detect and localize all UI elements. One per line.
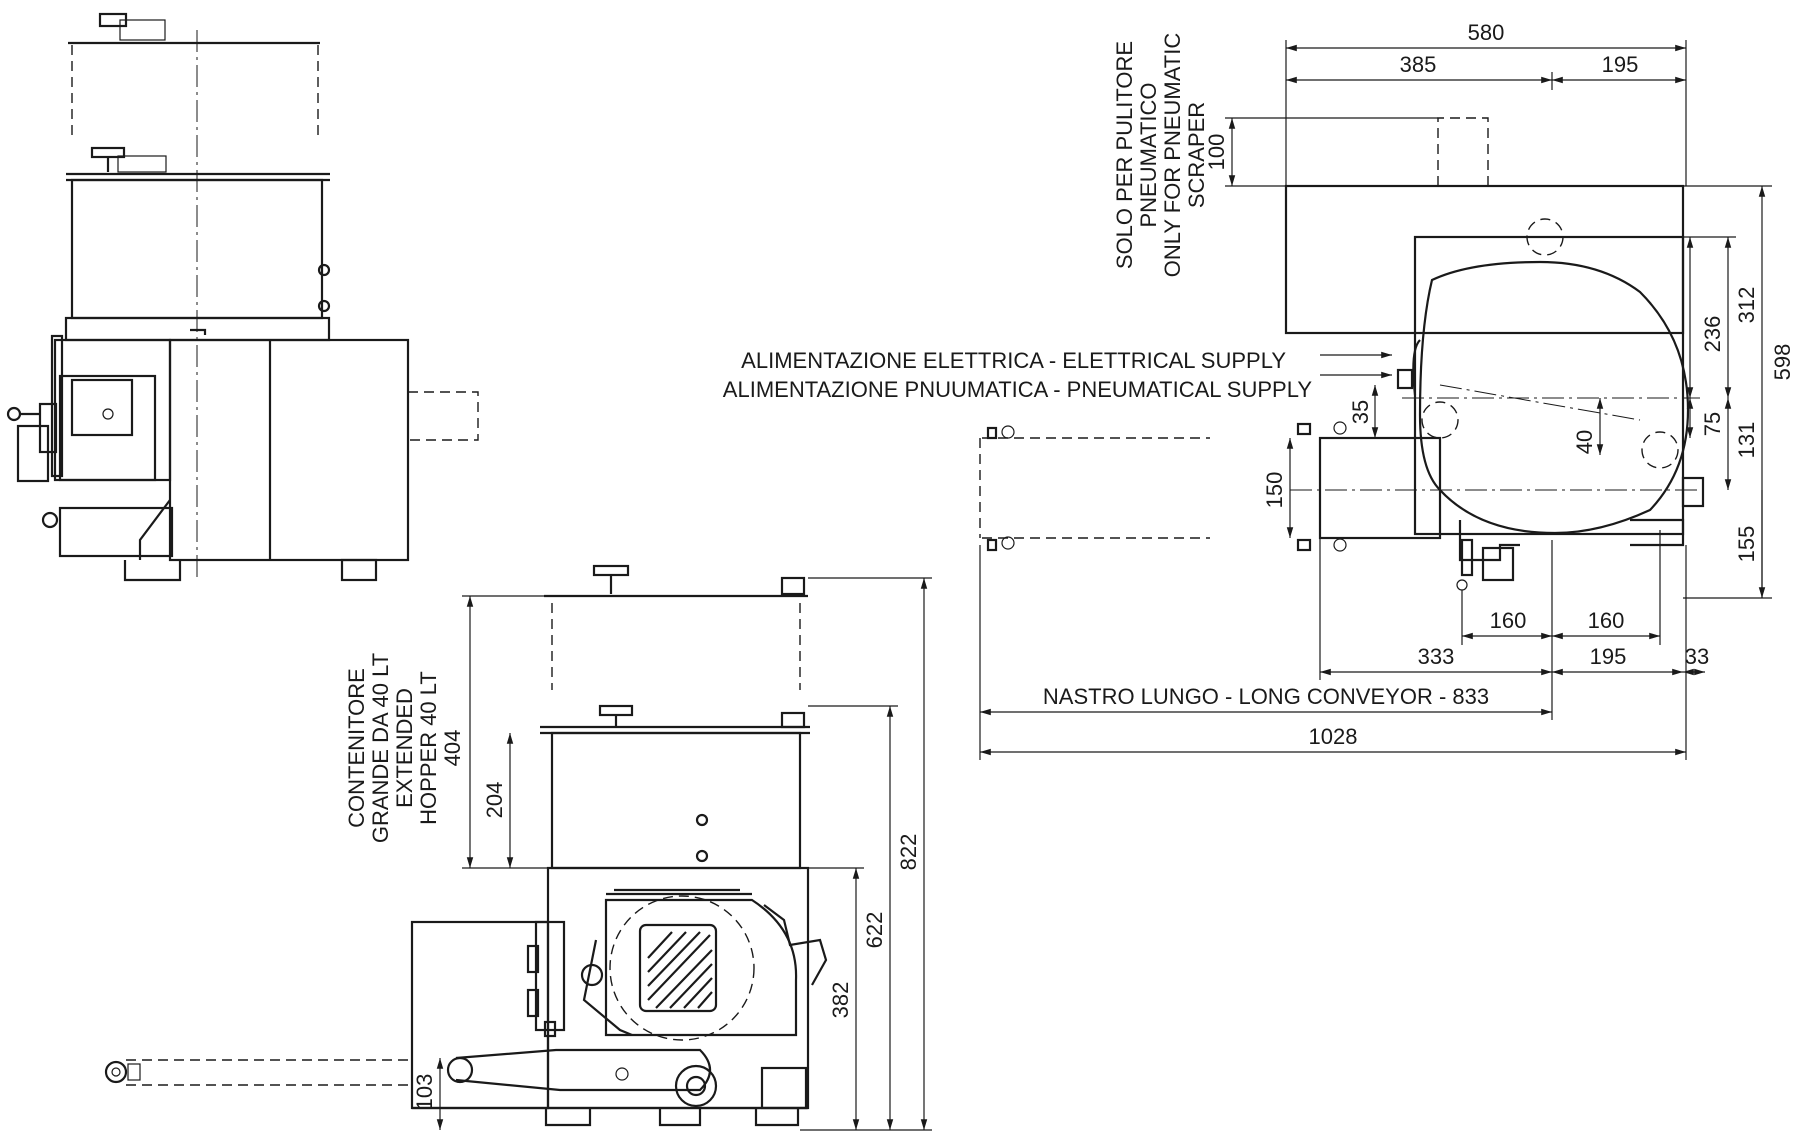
dim-160-right: 160 [1588, 608, 1625, 633]
hopper-note-line2: GRANDE DA 40 LT [368, 653, 393, 843]
scraper-note-line4: SCRAPER [1184, 102, 1209, 208]
dim-580: 580 [1468, 20, 1505, 45]
dim-35: 35 [1348, 400, 1373, 424]
dim-40: 40 [1572, 430, 1597, 454]
dim-103: 103 [412, 1074, 437, 1111]
dim-195-top: 195 [1602, 52, 1639, 77]
dim-160-left: 160 [1490, 608, 1527, 633]
fan-grille [638, 923, 718, 1013]
front-view [104, 564, 828, 1127]
dim-150: 150 [1262, 472, 1287, 509]
dim-204: 204 [482, 782, 507, 819]
long-conveyor-label: NASTRO LUNGO - LONG CONVEYOR - 833 [1043, 684, 1489, 709]
dim-333: 333 [1418, 644, 1455, 669]
dim-75: 75 [1700, 412, 1725, 436]
top-view [979, 117, 1705, 591]
electrical-supply-label: ALIMENTAZIONE ELETTRICA - ELETTRICAL SUP… [741, 348, 1286, 373]
dim-382: 382 [828, 982, 853, 1019]
scraper-note-line3: ONLY FOR PNEUMATIC [1160, 33, 1185, 278]
dimension-values: 580 385 195 100 312 236 598 75 131 155 3… [412, 20, 1795, 1110]
side-view [6, 12, 479, 582]
dim-131: 131 [1734, 422, 1759, 459]
dim-1028: 1028 [1309, 724, 1358, 749]
dim-236: 236 [1700, 316, 1725, 353]
dim-33: 33 [1685, 644, 1709, 669]
dim-155: 155 [1734, 526, 1759, 563]
pneumatic-supply-label: ALIMENTAZIONE PNUUMATICA - PNEUMATICAL S… [723, 377, 1313, 402]
hopper-note-line4: HOPPER 40 LT [416, 671, 441, 825]
hopper-note-line3: EXTENDED [392, 688, 417, 808]
labels: SOLO PER PULITORE PNEUMATICO ONLY FOR PN… [344, 33, 1489, 844]
scraper-note-line2: PNEUMATICO [1136, 82, 1161, 227]
dim-312: 312 [1734, 287, 1759, 324]
hopper-note-line5: 404 [440, 730, 465, 767]
dim-622: 622 [862, 912, 887, 949]
lid-knob-icon [90, 146, 126, 172]
lid-knob-icon [598, 704, 634, 727]
dim-195-bottom: 195 [1590, 644, 1627, 669]
dim-598: 598 [1770, 344, 1795, 381]
scraper-note-line1: SOLO PER PULITORE [1112, 41, 1137, 269]
dimension-lines [436, 40, 1772, 1131]
dim-385: 385 [1400, 52, 1437, 77]
lid-knob-icon [592, 564, 630, 594]
dim-100: 100 [1204, 134, 1229, 171]
hopper-note-line1: CONTENITORE [344, 668, 369, 828]
dim-822: 822 [896, 834, 921, 871]
